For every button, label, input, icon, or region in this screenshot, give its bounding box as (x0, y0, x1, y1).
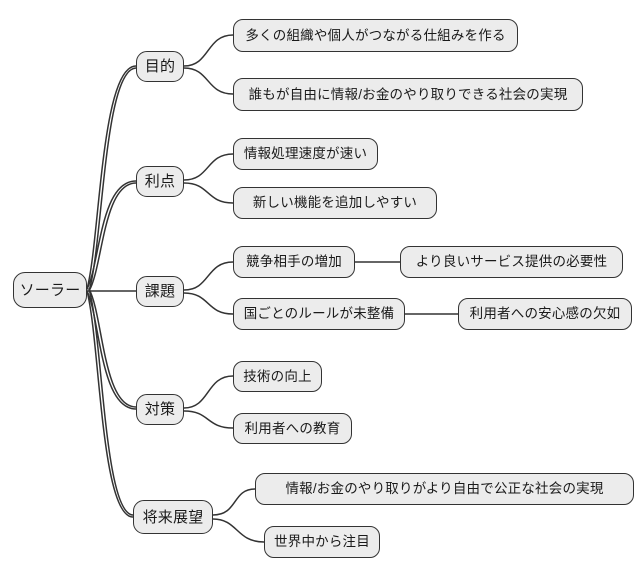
node-issue-grandchild-1: より良いサービス提供の必要性 (400, 246, 623, 278)
edge-root-merit-2 (88, 182, 137, 292)
node-branch-merit: 利点 (136, 166, 184, 197)
edge-root-purpose (86, 65, 137, 290)
node-branch-issue: 課題 (136, 276, 184, 307)
node-merit-child-2: 新しい機能を追加しやすい (233, 187, 437, 219)
edge-measure-child1 (183, 375, 234, 409)
edge-purpose-child1 (183, 34, 234, 67)
node-issue-grandchild-2: 利用者への安心感の欠如 (458, 298, 632, 330)
edge-root-measure-2 (88, 288, 137, 408)
edge-measure-child2 (183, 410, 234, 429)
edge-issue-child1 (183, 261, 234, 291)
edge-root-future (86, 290, 134, 518)
edge-purpose-child2 (183, 67, 234, 95)
node-measure-child-1: 技術の向上 (233, 361, 322, 392)
edge-root-measure (86, 290, 137, 410)
node-branch-measure: 対策 (136, 394, 184, 425)
node-purpose-child-1: 多くの組織や個人がつながる仕組みを作る (233, 19, 518, 52)
node-issue-child-2: 国ごとのルールが未整備 (233, 298, 405, 330)
edge-issue-child2 (183, 292, 234, 315)
node-measure-child-2: 利用者への教育 (233, 413, 352, 444)
node-root: ソーラー (13, 272, 87, 308)
edge-root-merit (86, 180, 137, 290)
node-purpose-child-2: 誰もが自由に情報/お金のやり取りできる社会の実現 (233, 78, 583, 111)
node-merit-child-1: 情報処理速度が速い (233, 138, 378, 170)
edge-merit-child1 (183, 153, 234, 181)
node-future-child-1: 情報/お金のやり取りがより自由で公正な社会の実現 (255, 473, 634, 505)
edge-future-child1 (212, 488, 256, 516)
edge-future-child2 (212, 518, 265, 543)
node-future-child-2: 世界中から注目 (264, 526, 380, 558)
edge-merit-child2 (183, 182, 234, 204)
node-branch-future: 将来展望 (133, 500, 213, 534)
edge-root-future-2 (88, 288, 134, 516)
node-issue-child-1: 競争相手の増加 (233, 246, 355, 278)
node-branch-purpose: 目的 (136, 51, 184, 82)
